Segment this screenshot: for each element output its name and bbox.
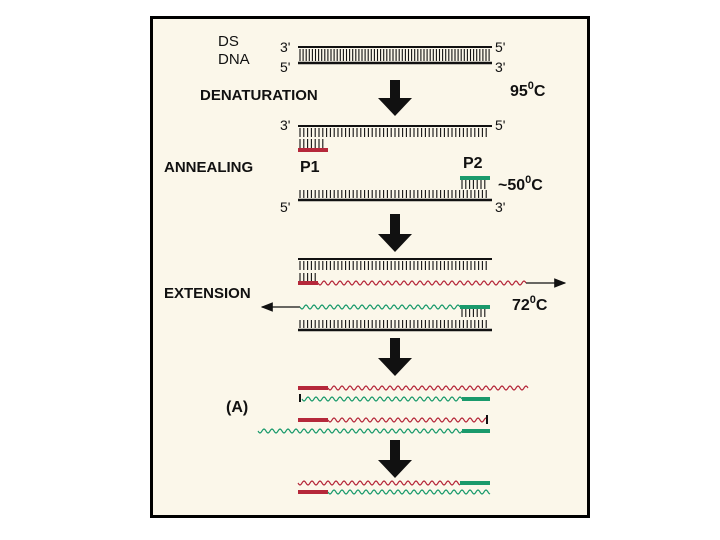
dna-label: DNA [218, 51, 250, 68]
ann-top-right-end: 5' [495, 117, 505, 133]
p2-bases [462, 180, 485, 189]
p1-bases [300, 139, 323, 148]
ds-bottom-left-end: 5' [280, 59, 290, 75]
final-bottom-wave [328, 490, 490, 494]
down-arrow-3 [378, 338, 412, 376]
temp-annealing: ~500C [498, 174, 543, 194]
panel-label-a: (A) [226, 399, 248, 416]
step-annealing: ANNEALING [164, 159, 253, 176]
prod4-green-wave [258, 429, 462, 433]
ext-bottom-bases [300, 320, 486, 328]
ds-base-pairs [300, 49, 489, 61]
step-denaturation: DENATURATION [200, 87, 318, 104]
primer-p1-label: P1 [300, 159, 320, 176]
ann-top-left-end: 3' [280, 117, 290, 133]
ext-p1-bases [300, 273, 315, 281]
prod1-red-wave [328, 386, 528, 390]
prod2-green-wave [302, 397, 462, 401]
primer-p2-label: P2 [463, 155, 483, 172]
ds-label: DS [218, 33, 239, 50]
ann-bottom-bases [300, 190, 486, 198]
down-arrow-2 [378, 214, 412, 252]
final-top-wave [298, 481, 460, 485]
ext-top-bases [300, 261, 486, 270]
temp-denaturation: 950C [510, 80, 546, 100]
ann-bottom-left-end: 5' [280, 199, 290, 215]
prod3-red-wave [328, 418, 487, 422]
step-extension: EXTENSION [164, 285, 251, 302]
ann-bottom-right-end: 3' [495, 199, 505, 215]
down-arrow-4 [378, 440, 412, 478]
ds-top-right-end: 5' [495, 39, 505, 55]
ext-p2-extension-wave [300, 305, 460, 309]
ext-p2-bases [462, 309, 485, 317]
temp-extension: 720C [512, 294, 548, 314]
ext-p1-extension-wave [318, 281, 526, 285]
ds-top-left-end: 3' [280, 39, 290, 55]
ds-bottom-right-end: 3' [495, 59, 505, 75]
ann-top-bases [300, 128, 486, 137]
down-arrow-1 [378, 80, 412, 116]
